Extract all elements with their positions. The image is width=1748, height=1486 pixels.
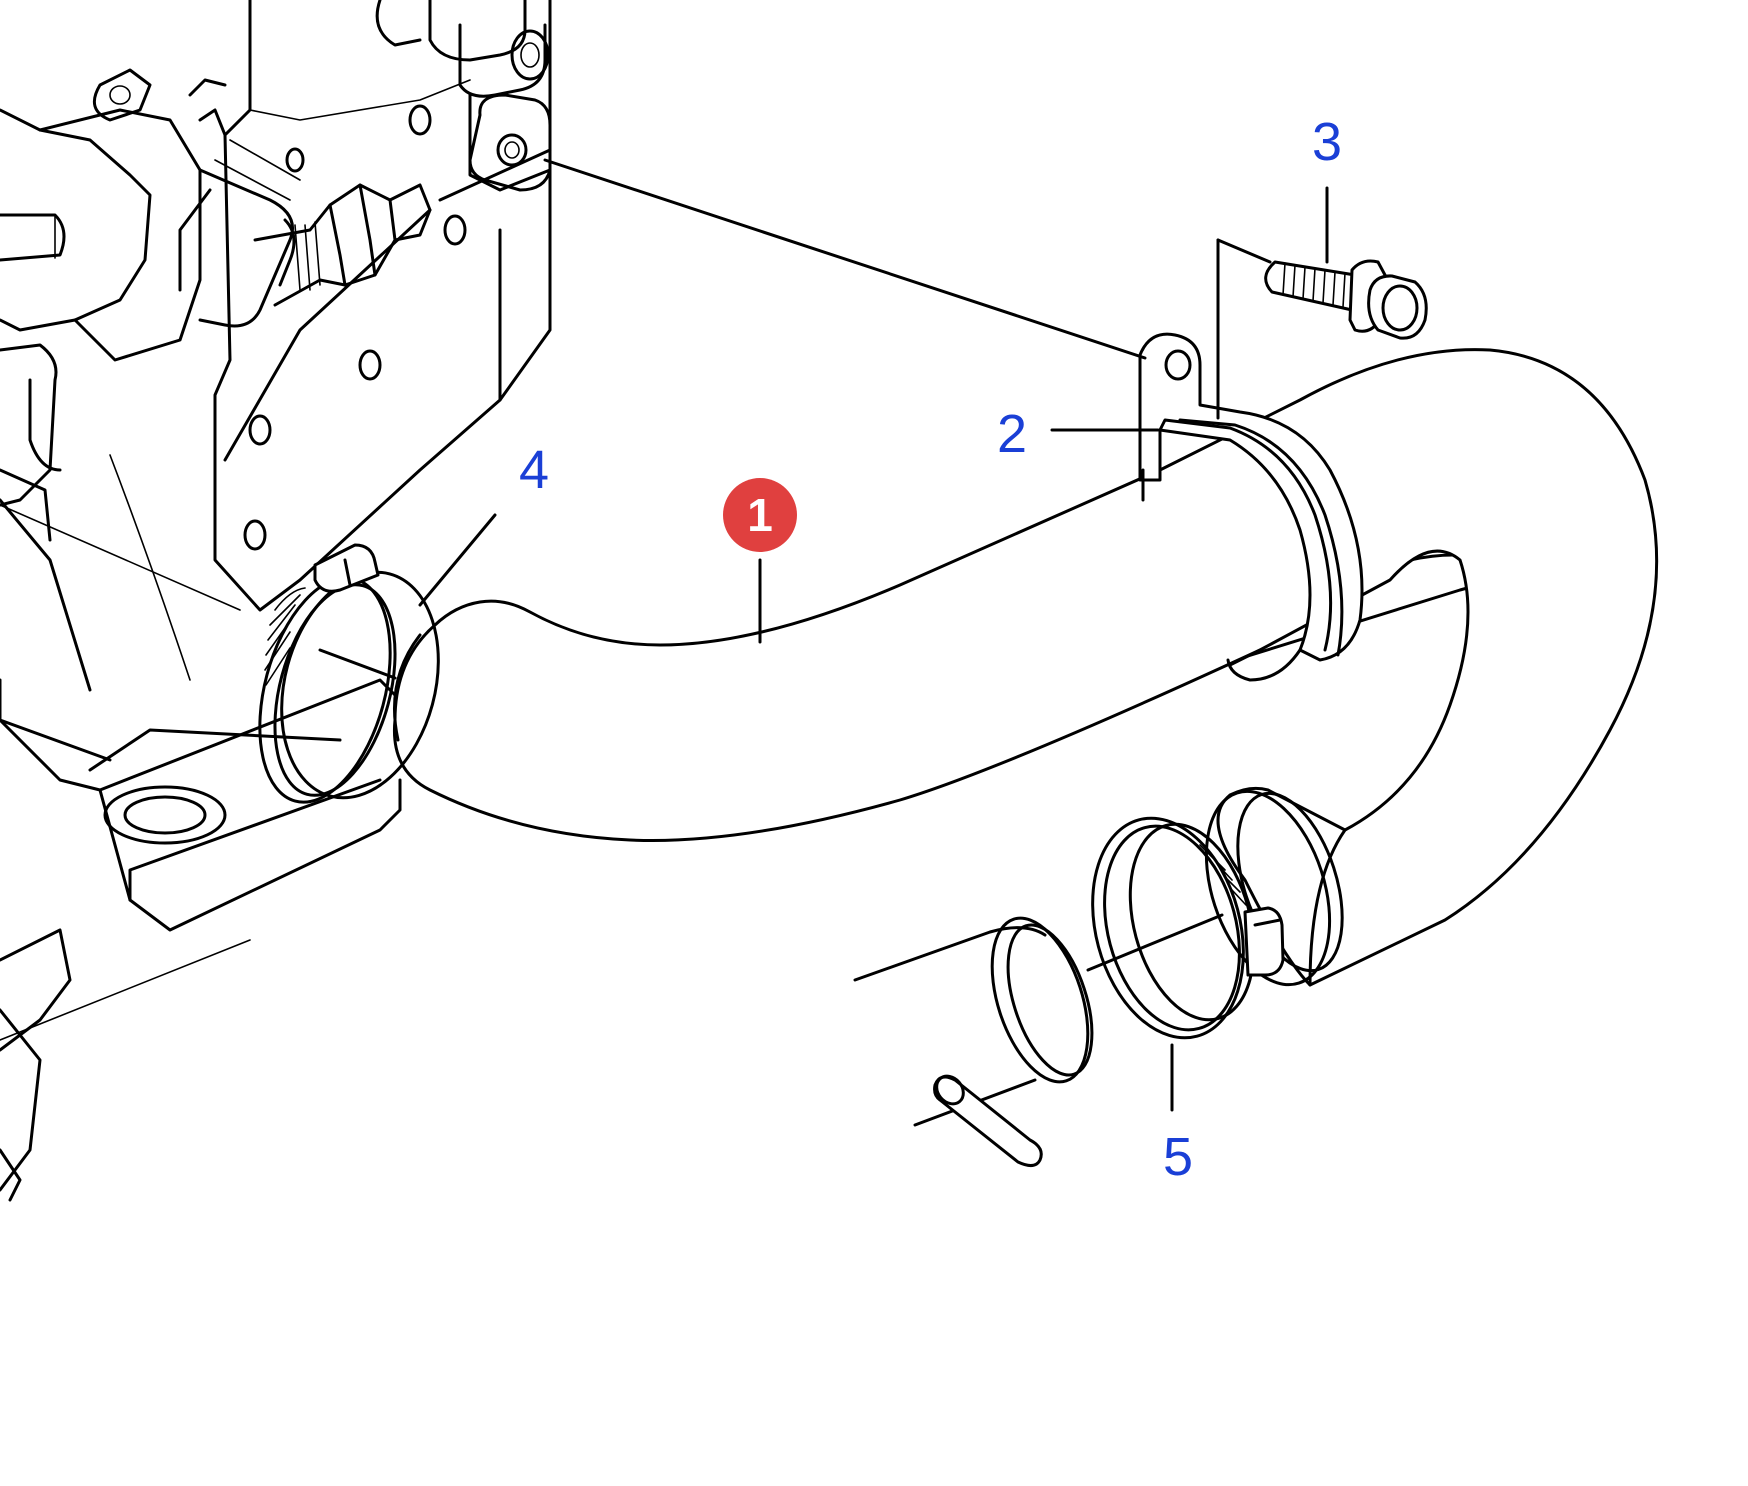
hose-clamp-left — [258, 543, 440, 804]
callout-1-badge — [723, 478, 797, 552]
flange-bolt — [1264, 259, 1428, 340]
callout-2-label: 2 — [997, 404, 1027, 464]
callout-1: 1 — [723, 478, 797, 552]
bracket-clamp — [1138, 332, 1364, 682]
callout-5-label: 5 — [1163, 1127, 1193, 1187]
leader-lines — [318, 158, 1329, 1112]
callout-1-label: 1 — [747, 489, 773, 541]
pipe-stub — [853, 916, 1094, 1167]
hose-clamp-right — [1091, 816, 1285, 1040]
callout-4-label: 4 — [519, 440, 549, 500]
engine-block-drawing — [0, 0, 552, 1202]
callout-3-label: 3 — [1312, 112, 1342, 172]
